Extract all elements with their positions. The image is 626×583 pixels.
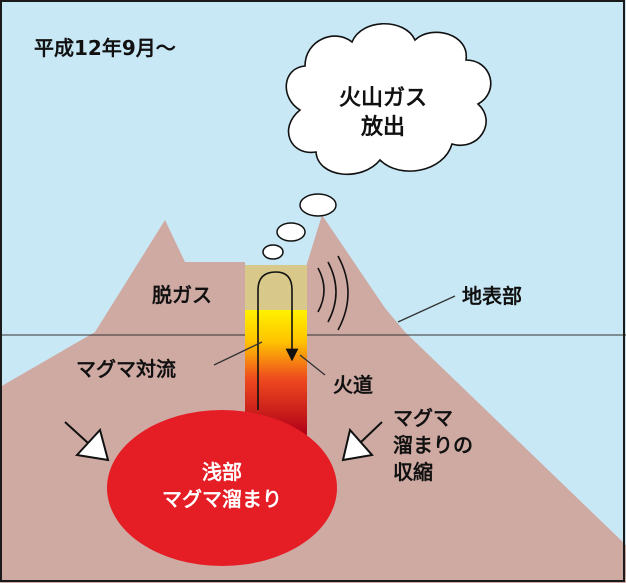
vibration-arc-3 (337, 255, 349, 331)
contraction-label-line2: 溜まりの (393, 433, 473, 457)
convection-arrow (257, 271, 299, 410)
gas-cloud (285, 22, 492, 175)
vibration-arc-2 (327, 261, 337, 323)
conduit-label: 火道 (333, 373, 373, 397)
vibration-arc-1 (317, 267, 325, 313)
degas-label: 脱ガス (152, 283, 212, 307)
thought-bubbles (262, 193, 337, 260)
leader-surface (397, 295, 456, 323)
contraction-arrow-left (64, 421, 110, 462)
chamber-label-line2: マグマ溜まり (162, 487, 282, 511)
cloud-label-line1: 火山ガス (339, 86, 427, 111)
chamber-label-line1: 浅部 (202, 460, 242, 484)
leader-convection (213, 341, 263, 366)
contraction-arrow-right (341, 421, 383, 462)
magma-chamber (107, 410, 337, 566)
contraction-label-line1: マグマ (393, 406, 453, 430)
leader-conduit (299, 354, 326, 376)
convection-label: マグマ対流 (76, 357, 176, 381)
cloud-label-line2: 放出 (360, 114, 405, 140)
title-label: 平成12年9月〜 (34, 36, 176, 60)
contraction-label-line3: 収縮 (393, 460, 433, 484)
surface-label: 地表部 (462, 284, 522, 308)
